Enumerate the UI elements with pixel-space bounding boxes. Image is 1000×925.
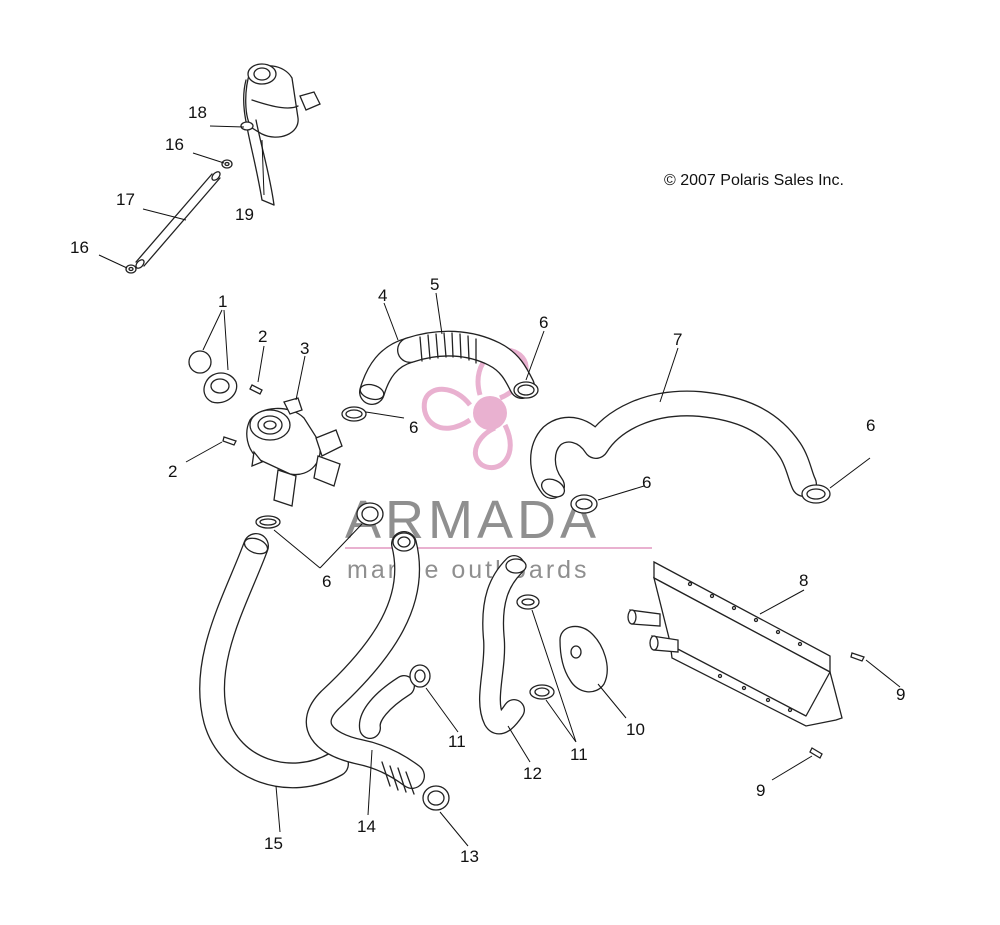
clamp-6-d: [801, 484, 831, 504]
callout-6-d: 6: [866, 416, 875, 435]
propeller-hub-icon: [473, 396, 507, 430]
clamp-6-f: [356, 502, 384, 526]
callout-12: 12: [523, 764, 542, 783]
callout-3: 3: [300, 339, 309, 358]
screw-2-lower: [222, 436, 237, 446]
callout-6-c: 6: [642, 473, 651, 492]
screw-9-upper: [850, 652, 865, 662]
callout-18: 18: [188, 103, 207, 122]
watermark-brand: ARMADA: [345, 490, 600, 550]
callout-2-lower: 2: [168, 462, 177, 481]
watermark-logo: ARMADA marine outboards: [345, 347, 652, 584]
callout-11-right: 11: [570, 745, 588, 764]
callout-8: 8: [799, 571, 808, 590]
clamp-6-b: [341, 406, 367, 422]
radiator-cap-1: [188, 350, 238, 404]
copyright-notice: © 2007 Polaris Sales Inc.: [664, 172, 844, 189]
leader-lines: [98, 125, 901, 847]
callout-7: 7: [673, 330, 682, 349]
rubber-damper-10: [559, 625, 608, 693]
callout-6-b: 6: [409, 418, 418, 437]
callout-6-e: 6: [322, 572, 331, 591]
heat-exchanger-8: [627, 560, 843, 727]
callout-16-lower: 16: [70, 238, 89, 257]
callout-13: 13: [460, 847, 479, 866]
screw-9-lower: [809, 747, 823, 759]
clamp-11-b: [516, 594, 540, 610]
hose-15: [199, 533, 349, 789]
callout-14: 14: [357, 817, 376, 836]
callout-4: 4: [378, 286, 387, 305]
clamp-6-a: [513, 381, 539, 399]
clamp-11-c: [529, 684, 555, 700]
vent-tube-17: [135, 171, 221, 269]
callout-17: 17: [116, 190, 135, 209]
clamp-16-upper: [221, 159, 233, 169]
hose-7: [530, 390, 817, 499]
screw-2-upper: [249, 384, 263, 395]
callout-labels: 18 16 17 19 16 1 2 3 2 4 5 6 6 7 6 6 6 8…: [70, 103, 905, 866]
callout-9-upper: 9: [896, 685, 905, 704]
corrugated-hose-5: [397, 330, 535, 399]
clamp-16-lower: [125, 264, 137, 274]
hose-clamp-18: [240, 121, 254, 131]
watermark-tagline: marine outboards: [347, 556, 590, 584]
clamp-6-e: [255, 515, 281, 529]
hose-14: [305, 531, 425, 795]
callout-9-lower: 9: [756, 781, 765, 800]
callout-5: 5: [430, 275, 439, 294]
callout-10: 10: [626, 720, 645, 739]
clamp-11-a: [409, 664, 431, 688]
callout-15: 15: [264, 834, 283, 853]
overflow-reservoir: [245, 63, 321, 138]
hose-12: [478, 555, 527, 735]
thermostat-housing-3: [246, 397, 343, 507]
callout-16-upper: 16: [165, 135, 184, 154]
callout-1: 1: [218, 292, 227, 311]
callout-6-a: 6: [539, 313, 548, 332]
clamp-13: [422, 785, 450, 811]
callout-19: 19: [235, 205, 254, 224]
callout-11-left: 11: [448, 732, 466, 751]
clamp-6-c: [570, 494, 598, 514]
callout-2-upper: 2: [258, 327, 267, 346]
